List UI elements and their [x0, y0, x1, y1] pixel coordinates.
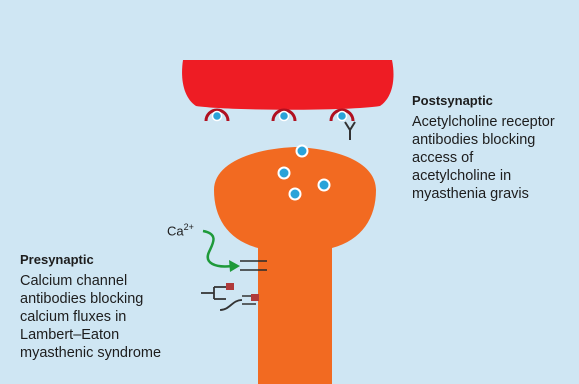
postsynaptic-line: Acetylcholine receptor — [412, 113, 577, 131]
calcium-ion-label: Ca2+ — [167, 222, 194, 238]
receptor-antibody — [345, 122, 355, 140]
postsynaptic-description: Acetylcholine receptor antibodies blocki… — [412, 113, 577, 203]
calcium-symbol: Ca — [167, 223, 184, 238]
postsynaptic-line: access of — [412, 149, 577, 167]
postsynaptic-line: myasthenia gravis — [412, 185, 577, 203]
presynaptic-description: Calcium channel antibodies blocking calc… — [20, 272, 195, 362]
presynaptic-line: calcium fluxes in — [20, 308, 195, 326]
presynaptic-line: Calcium channel — [20, 272, 195, 290]
calcium-influx-arrow — [203, 231, 240, 272]
receptor-2 — [273, 110, 295, 121]
postsynaptic-line: acetylcholine in — [412, 167, 577, 185]
calcium-charge: 2+ — [184, 222, 194, 232]
presynaptic-title: Presynaptic — [20, 252, 94, 267]
postsynaptic-line: antibodies blocking — [412, 131, 577, 149]
presynaptic-line: Lambert–Eaton — [20, 326, 195, 344]
presynaptic-line: antibodies blocking — [20, 290, 195, 308]
postsynaptic-title: Postsynaptic — [412, 93, 493, 108]
channel-antibody-2 — [220, 294, 259, 310]
postsynaptic-membrane — [182, 60, 393, 110]
receptor-1 — [206, 110, 228, 121]
presynaptic-line: myasthenic syndrome — [20, 344, 195, 362]
receptor-3 — [331, 110, 353, 121]
channel-antibody-1 — [201, 283, 234, 299]
